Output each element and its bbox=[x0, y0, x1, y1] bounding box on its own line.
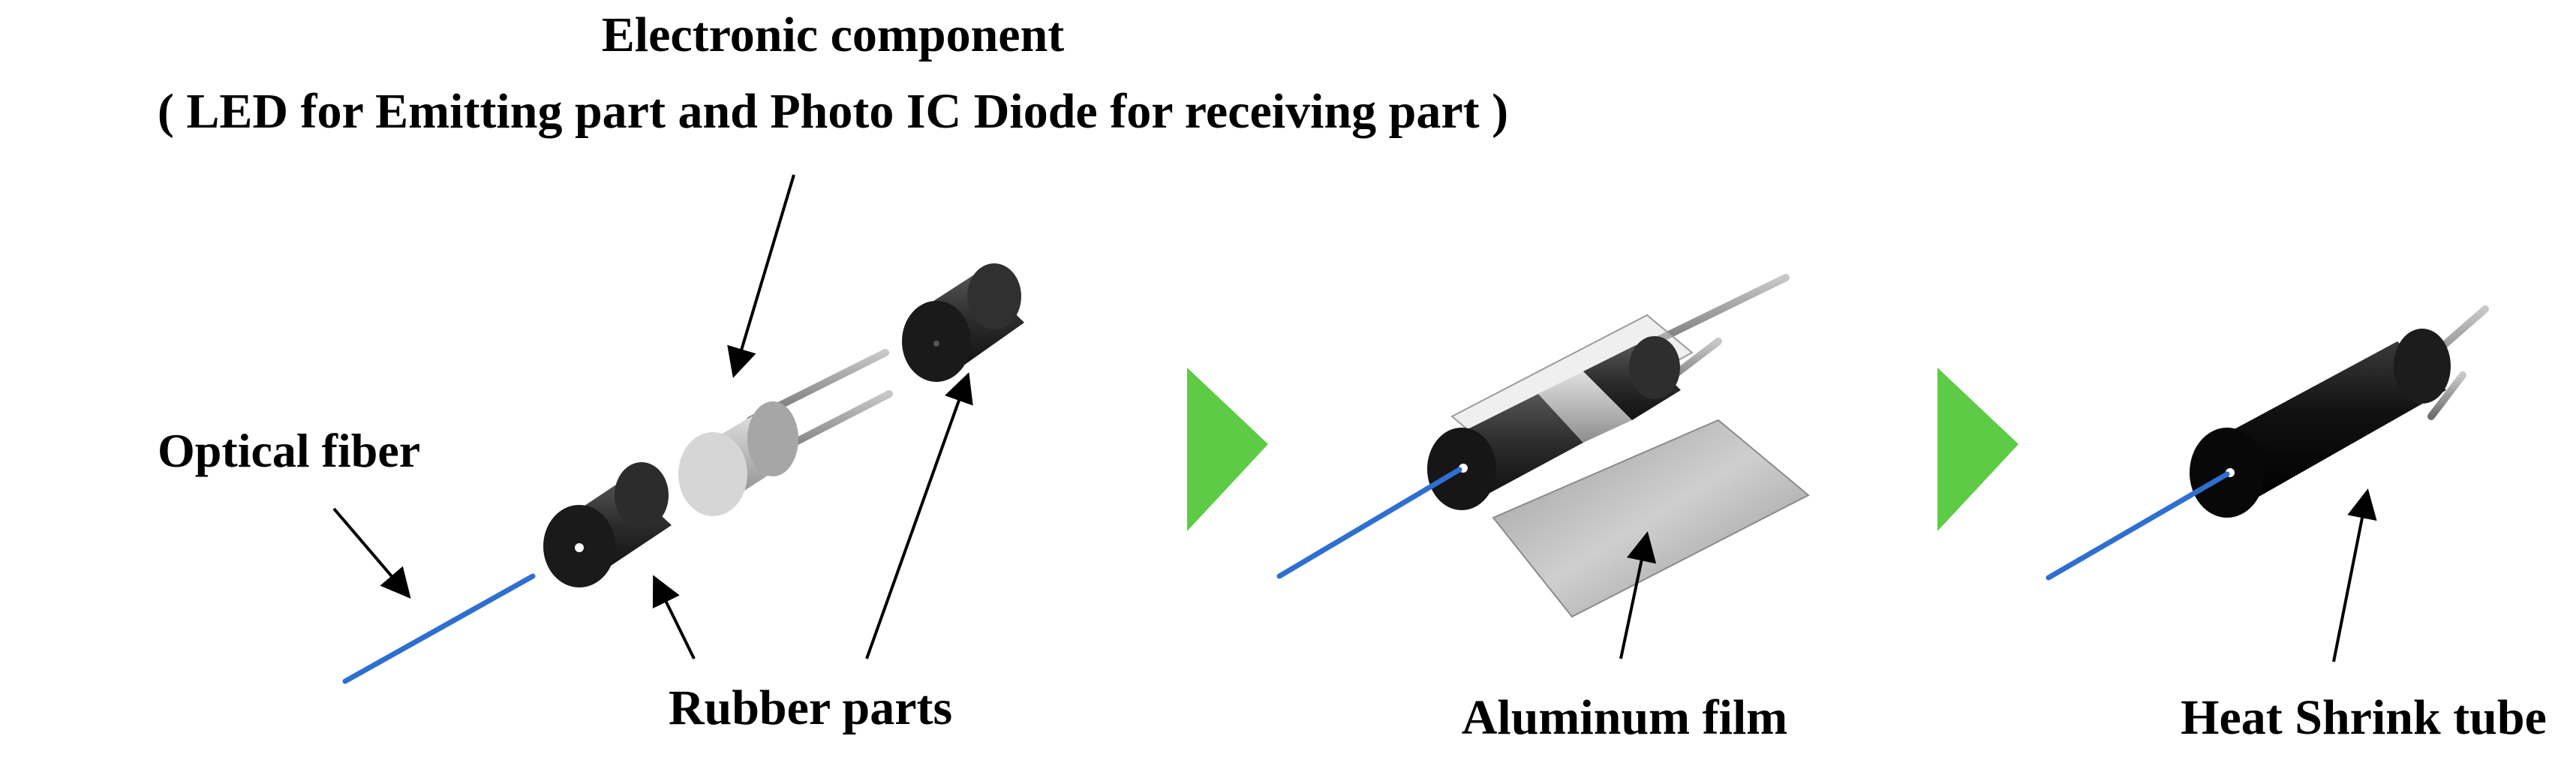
rubber-part-front bbox=[543, 462, 672, 587]
step-arrow-icon bbox=[1187, 368, 1268, 531]
pointer-arrow-electronic-component bbox=[727, 174, 795, 378]
stage-heat-shrink bbox=[2045, 305, 2489, 662]
pointer-arrow-optical-fiber bbox=[332, 507, 411, 599]
pointer-arrow-rubber-front bbox=[652, 575, 696, 659]
rubber-parts-label: Rubber parts bbox=[669, 680, 952, 735]
pointer-arrow-heat-shrink-tube bbox=[2332, 488, 2377, 662]
optical-fiber bbox=[342, 573, 536, 684]
optical-fiber-label: Optical fiber bbox=[158, 424, 420, 477]
heat-shrink-tube-label: Heat Shrink tube bbox=[2181, 690, 2547, 745]
led-component bbox=[678, 349, 893, 516]
step-arrow-icon bbox=[1937, 368, 2018, 531]
electronic-component-subtitle: ( LED for Emitting part and Photo IC Dio… bbox=[158, 84, 1508, 139]
pointer-arrow-rubber-rear bbox=[865, 372, 973, 659]
pointer-arrow-aluminum-film bbox=[1619, 531, 1657, 659]
optical-fiber-finished bbox=[2045, 471, 2230, 581]
heat-shrink-tube bbox=[2202, 341, 2446, 499]
aluminum-film bbox=[1492, 419, 1810, 618]
rubber-part-rear bbox=[902, 263, 1024, 382]
optical-fiber-wrapped bbox=[1276, 467, 1462, 579]
stage-exploded-parts bbox=[332, 174, 1024, 684]
electronic-component-title: Electronic component bbox=[602, 8, 1065, 62]
stage-aluminum-wrap bbox=[1276, 274, 1810, 659]
aluminum-film-label: Aluminum film bbox=[1462, 690, 1788, 745]
